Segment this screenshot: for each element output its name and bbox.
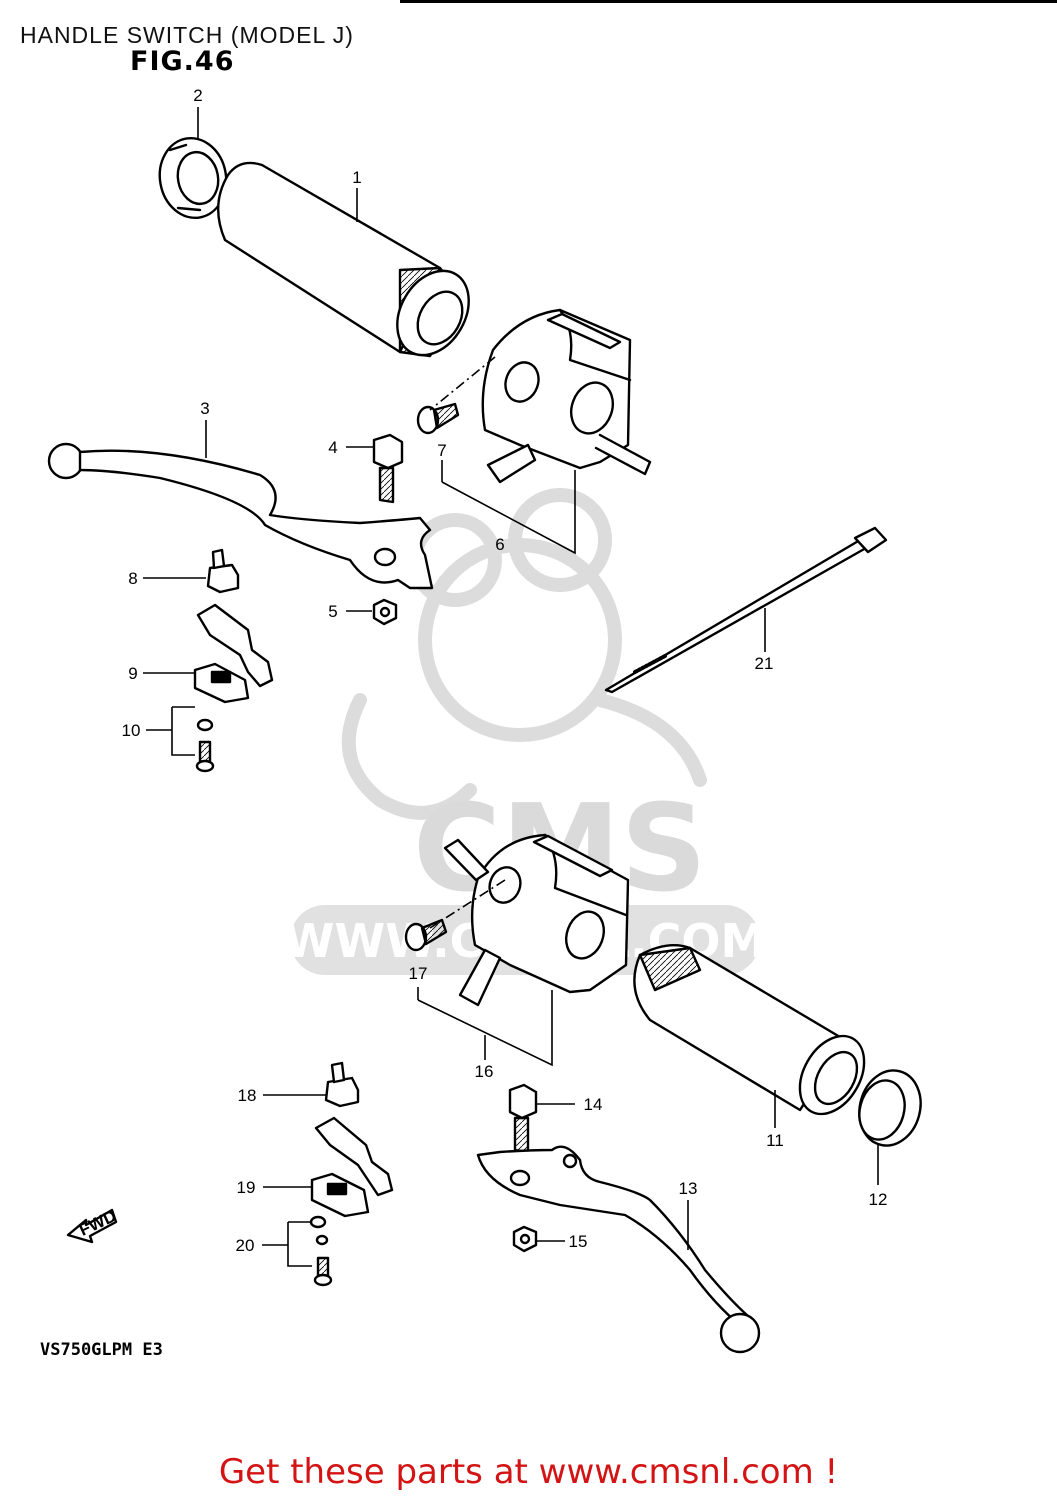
- part-7-screw[interactable]: [416, 402, 460, 435]
- figure-number: FIG.46: [130, 46, 235, 77]
- callout-3: 3: [200, 399, 209, 418]
- callout-19: 19: [237, 1178, 256, 1197]
- callout-numbers: 2 1 3 4 7 6 8 5 9 10 21 17 16 18 14 11 1…: [122, 86, 888, 1255]
- part-19-bracket[interactable]: [310, 1116, 394, 1218]
- callout-14: 14: [584, 1095, 603, 1114]
- part-14-bolt[interactable]: [508, 1083, 538, 1154]
- part-2-grip-end-cap[interactable]: [154, 133, 233, 223]
- watermark-goggle-right: [508, 488, 612, 592]
- part-13-brake-lever[interactable]: [476, 1145, 761, 1354]
- callout-16: 16: [475, 1062, 494, 1081]
- watermark-wrench: [341, 693, 477, 820]
- callout-8: 8: [128, 569, 137, 588]
- part-17-screw[interactable]: [404, 918, 448, 952]
- callout-17: 17: [409, 964, 428, 983]
- callout-21: 21: [755, 654, 774, 673]
- part-10-screw-washer[interactable]: [195, 718, 215, 773]
- callout-11: 11: [766, 1131, 784, 1150]
- callout-7: 7: [437, 441, 446, 460]
- part-5-nut[interactable]: [372, 598, 398, 626]
- part-20-screw-washer[interactable]: [309, 1215, 333, 1287]
- callout-10: 10: [122, 721, 141, 740]
- callout-20: 20: [236, 1236, 255, 1255]
- fwd-arrow-label: FWD: [76, 1206, 119, 1240]
- callout-15: 15: [569, 1232, 588, 1251]
- callout-6: 6: [495, 535, 504, 554]
- callout-1: 1: [352, 168, 361, 187]
- part-6-right-switch-housing[interactable]: [481, 308, 652, 484]
- callout-4: 4: [328, 438, 337, 457]
- part-16-left-switch-housing[interactable]: [443, 833, 630, 1007]
- part-11-left-grip[interactable]: [633, 944, 877, 1125]
- callout-9: 9: [128, 664, 137, 683]
- part-21-cable-tie[interactable]: [604, 526, 888, 694]
- callout-2: 2: [193, 86, 202, 105]
- part-9-bracket[interactable]: [193, 603, 274, 704]
- top-rule: [400, 0, 1057, 3]
- fwd-arrow-icon: [66, 1208, 118, 1244]
- part-8-switch[interactable]: [206, 548, 240, 594]
- callout-5: 5: [328, 602, 337, 621]
- part-3-clutch-lever[interactable]: [47, 442, 434, 590]
- cta-link[interactable]: Get these parts at www.cmsnl.com !: [218, 1452, 839, 1492]
- leader-lines: [143, 107, 879, 1267]
- part-18-switch[interactable]: [324, 1061, 360, 1108]
- model-code: VS750GLPM E3: [40, 1340, 163, 1360]
- part-4-bolt[interactable]: [372, 433, 404, 504]
- callout-12: 12: [869, 1190, 888, 1209]
- part-15-nut[interactable]: [512, 1225, 538, 1253]
- callout-18: 18: [238, 1086, 257, 1105]
- part-12-end-cap[interactable]: [851, 1064, 929, 1153]
- page-title: HANDLE SWITCH (MODEL J): [20, 22, 354, 48]
- callout-13: 13: [679, 1179, 698, 1198]
- part-1-throttle-grip[interactable]: [216, 161, 483, 368]
- watermark-arm: [593, 693, 707, 787]
